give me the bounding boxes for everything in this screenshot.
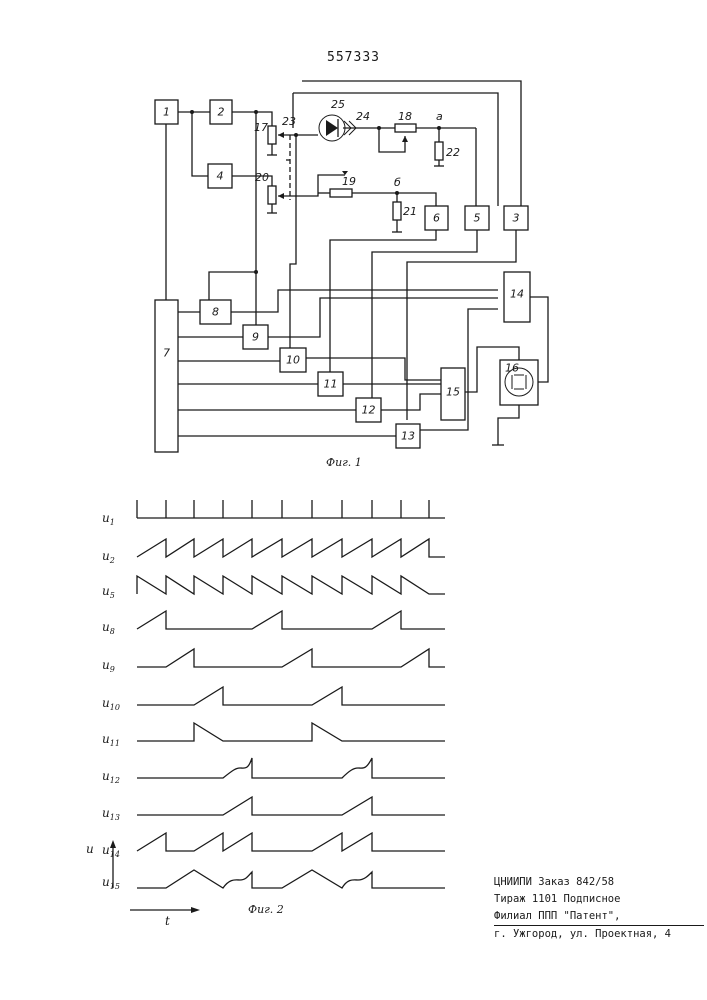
wave-u10 (137, 687, 445, 705)
timing-diagram: u1 u2 u5 u8 u9 u10 u11 u12 u13 u14 u15 u… (86, 500, 445, 928)
block-9: 9 (243, 325, 268, 349)
label-23: 23 (282, 115, 296, 128)
wave-u13 (137, 797, 445, 815)
label-u8: u8 (102, 620, 115, 636)
block-2: 2 (210, 100, 232, 124)
svg-text:9: 9 (252, 331, 259, 344)
label-24: 24 (356, 110, 370, 123)
label-u1: u1 (102, 511, 115, 527)
imprint-line-address: г. Ужгород, ул. Проектная, 4 (494, 926, 704, 943)
wave-u12 (137, 758, 445, 778)
svg-text:13: 13 (401, 430, 415, 443)
wiper-arrow-17 (278, 132, 284, 138)
label-u14: u14 (102, 843, 120, 859)
label-u9: u9 (102, 658, 115, 674)
wave-u2 (137, 539, 445, 557)
block-6: 6 (425, 206, 448, 230)
svg-text:7: 7 (163, 347, 170, 360)
label-u2: u2 (102, 549, 115, 565)
label-u11: u11 (102, 732, 120, 748)
label-u12: u12 (102, 769, 120, 785)
wave-u8 (137, 611, 445, 629)
block-16: 16 (500, 360, 538, 405)
block-1: 1 (155, 100, 178, 124)
label-u5: u5 (102, 584, 115, 600)
diode-25 (319, 115, 356, 141)
imprint-block: ЦНИИПИ Заказ 842/58 Тираж 1101 Подписное… (494, 874, 704, 943)
svg-text:4: 4 (217, 170, 224, 183)
wires (166, 81, 548, 445)
fig1-caption: Фиг. 1 (326, 456, 362, 469)
signal-labels: u1 u2 u5 u8 u9 u10 u11 u12 u13 u14 u15 (102, 511, 120, 891)
fig2-caption: Фиг. 2 (248, 903, 284, 916)
label-22: 22 (446, 146, 460, 159)
svg-text:5: 5 (474, 212, 481, 225)
svg-text:6: 6 (433, 212, 440, 225)
block-14: 14 (504, 272, 530, 322)
svg-text:16: 16 (505, 362, 519, 375)
imprint-line-circulation: Тираж 1101 Подписное (494, 891, 704, 908)
potentiometer-19 (330, 189, 352, 197)
label-node-a: а (436, 110, 443, 123)
potentiometer-20 (268, 186, 276, 204)
imprint-line-branch: Филиал ППП "Патент", (494, 908, 704, 926)
block-11: 11 (318, 372, 343, 396)
resistor-22 (435, 142, 443, 160)
svg-text:2: 2 (218, 106, 225, 119)
label-u10: u10 (102, 696, 120, 712)
label-25: 25 (331, 98, 345, 111)
block-12: 12 (356, 398, 381, 422)
wave-u15 (137, 870, 445, 888)
resistor-21 (393, 202, 401, 220)
t-axis-arrow: t (130, 907, 200, 928)
block-4: 4 (208, 164, 232, 188)
svg-text:12: 12 (362, 404, 376, 417)
potentiometer-17 (268, 126, 276, 144)
wave-u14 (137, 833, 445, 851)
svg-text:11: 11 (324, 378, 338, 391)
wiper-arrow-18 (402, 136, 408, 142)
block-3: 3 (504, 206, 528, 230)
svg-text:8: 8 (212, 306, 219, 319)
svg-text:t: t (165, 914, 170, 928)
label-19: 19 (342, 175, 356, 188)
block-15: 15 (441, 368, 465, 420)
label-18: 18 (398, 110, 412, 123)
svg-text:14: 14 (510, 288, 524, 301)
wave-u5 (137, 576, 445, 594)
svg-text:10: 10 (286, 354, 300, 367)
label-21: 21 (403, 205, 417, 218)
wiper-arrow-20 (278, 193, 284, 199)
label-u13: u13 (102, 806, 120, 822)
svg-text:1: 1 (163, 106, 170, 119)
wave-u11 (137, 723, 445, 741)
block-5: 5 (465, 206, 489, 230)
svg-text:u: u (86, 842, 94, 856)
block-diagram: 1 2 4 3 5 6 7 8 9 10 11 12 13 14 15 16 1… (155, 81, 548, 469)
block-7: 7 (155, 300, 178, 452)
block-13: 13 (396, 424, 420, 448)
svg-text:3: 3 (513, 212, 520, 225)
label-node-b: б (394, 176, 401, 189)
svg-text:15: 15 (446, 386, 460, 399)
imprint-line-order: ЦНИИПИ Заказ 842/58 (494, 874, 704, 891)
u-axis: u (86, 840, 116, 888)
waveforms (137, 500, 445, 888)
wave-u9 (137, 649, 445, 667)
potentiometer-18 (395, 124, 416, 132)
wave-u1 (137, 500, 445, 518)
label-17: 17 (254, 121, 268, 134)
block-10: 10 (280, 348, 306, 372)
label-u15: u15 (102, 875, 120, 891)
label-20: 20 (255, 171, 269, 184)
block-8: 8 (200, 300, 231, 324)
